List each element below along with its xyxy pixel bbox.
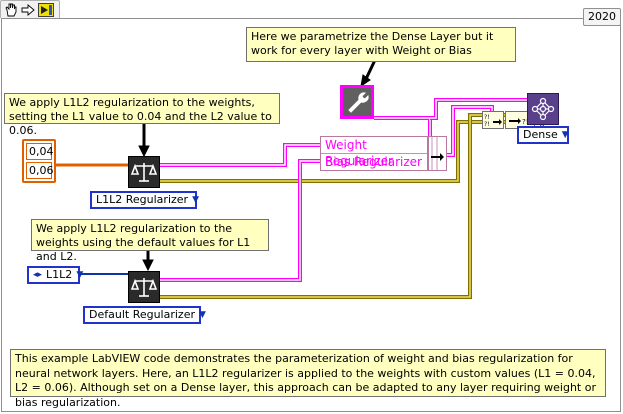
enum-increment-icon: ◂▸	[33, 270, 43, 280]
l1l2-regularizer-vi[interactable]	[128, 156, 160, 188]
balance-scale-icon	[130, 278, 158, 297]
wire-weight-regularizer	[160, 143, 320, 167]
to-more-specific-icon: ?!	[509, 118, 529, 126]
run-arrow-icon[interactable]	[21, 3, 35, 17]
type-cast-node[interactable]: ?! ?!	[482, 111, 504, 129]
type-cast-icon: ?! ?!	[484, 114, 502, 128]
svg-text:?!: ?!	[522, 118, 529, 126]
toolbar	[0, 0, 60, 18]
dense-layer-selector[interactable]: Dense ▼	[517, 126, 569, 144]
bundle-row-weight[interactable]: Weight Regularizer	[321, 137, 427, 168]
dense-layer-label: Dense	[523, 128, 558, 141]
regularization-values-array[interactable]: 0,04 0,06	[22, 139, 56, 183]
block-diagram-frame	[1, 18, 621, 412]
labview-icon	[38, 2, 54, 17]
bundle-by-name[interactable]: Weight Regularizer Bias Regularizer	[320, 136, 428, 171]
bundle-row-bias[interactable]: Bias Regularizer	[325, 155, 422, 169]
dropdown-arrow-icon: ▼	[199, 310, 206, 320]
default-regularizer-selector[interactable]: Default Regularizer ▼	[83, 306, 206, 324]
pink-wires	[160, 98, 527, 282]
l1l2-enum-label: L1L2	[46, 268, 73, 281]
neural-network-icon	[531, 97, 555, 121]
layer-property-node[interactable]	[340, 85, 374, 119]
version-badge: 2020	[583, 8, 621, 26]
dense-layer-vi[interactable]	[527, 93, 559, 125]
default-regularizer-label: Default Regularizer	[89, 308, 195, 321]
svg-text:?!: ?!	[484, 121, 490, 128]
wrench-icon	[348, 92, 369, 113]
note-arrows	[138, 59, 377, 272]
dense-layer-note: Here we parametrize the Dense Layer but …	[246, 27, 516, 62]
default-regularizer-note: We apply L1L2 regularization to the weig…	[31, 219, 269, 263]
l1l2-enum-constant[interactable]: ◂▸ L1L2 ▼	[27, 266, 84, 284]
svg-text:?!: ?!	[484, 114, 490, 121]
balance-scale-icon	[130, 163, 158, 182]
dropdown-arrow-icon: ▼	[192, 195, 199, 205]
l2-value[interactable]: 0,06	[26, 162, 54, 179]
hand-tool-icon[interactable]	[4, 3, 18, 17]
l1-value[interactable]: 0,04	[26, 143, 54, 160]
custom-regularizer-note: We apply L1L2 regularization to the weig…	[4, 93, 280, 137]
bundle-arrow-icon	[431, 137, 444, 170]
dropdown-arrow-icon: ▼	[76, 270, 84, 280]
bundle-output-terminal[interactable]	[428, 136, 447, 171]
custom-regularizer-selector[interactable]: L1L2 Regularizer ▼	[90, 191, 199, 209]
description-note: This example LabVIEW code demonstrates t…	[10, 349, 606, 409]
dropdown-arrow-icon: ▼	[561, 130, 569, 140]
custom-regularizer-label: L1L2 Regularizer	[96, 193, 189, 206]
default-regularizer-vi[interactable]	[128, 271, 160, 303]
